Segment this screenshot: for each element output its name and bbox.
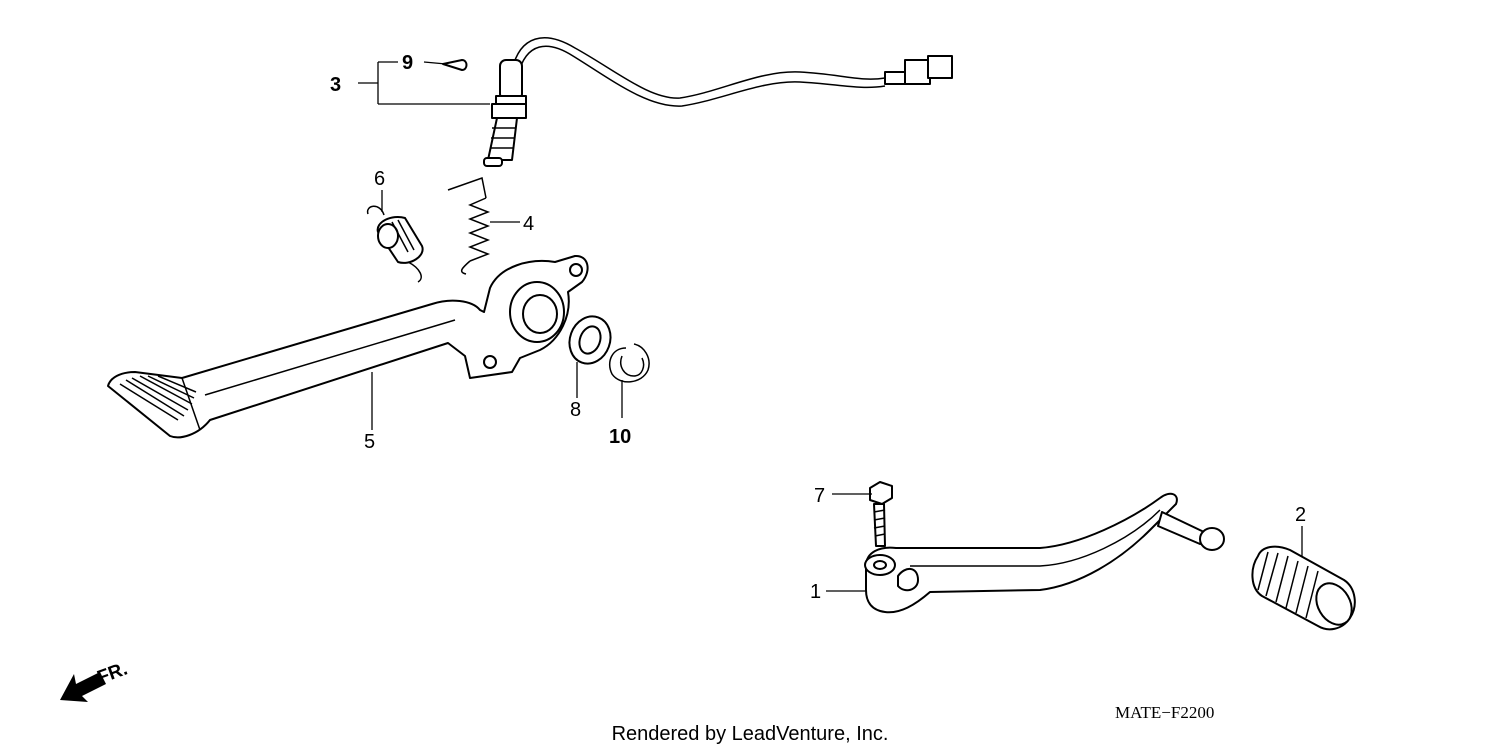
callout-4: 4 [523,213,534,235]
pin-part-9 [442,59,468,71]
washer [568,315,612,365]
callout-5: 5 [364,431,375,453]
callout-3: 3 [330,74,341,96]
callout-8: 8 [570,399,581,421]
circlip [608,343,650,383]
callout-9: 9 [402,52,413,74]
callout-7: 7 [814,485,825,507]
gearshift-pedal [864,492,1225,614]
shift-rubber [1251,545,1356,631]
callout-6: 6 [374,168,385,190]
front-direction-label: FR. [95,658,131,688]
leader-lines [358,61,1303,592]
callout-1: 1 [810,581,821,603]
diagram-code: MATE−F2200 [1115,703,1214,722]
callout-labels: 1 2 3 4 5 6 7 8 9 10 [330,52,1306,603]
callout-2: 2 [1295,504,1306,526]
credit-text: Rendered by LeadVenture, Inc. [612,723,889,745]
front-direction-indicator: FR. [60,658,130,702]
torsion-spring [366,205,424,283]
callout-10: 10 [609,426,631,448]
brake-pedal [107,254,589,439]
front-arrow-icon [60,672,106,702]
brake-light-switch [483,37,953,167]
bolt [869,481,893,547]
return-spring [447,177,491,275]
